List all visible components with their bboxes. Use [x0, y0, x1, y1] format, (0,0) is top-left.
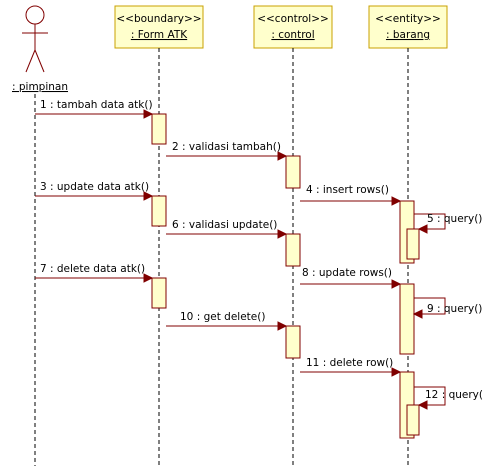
message-label-10: 10 : get delete() [180, 311, 265, 323]
actor-stick-figure-icon [22, 5, 48, 73]
arrowhead-icon [143, 109, 154, 119]
arrowhead-icon [412, 309, 423, 319]
actor-pimpinan: : pimpinan [12, 5, 68, 93]
activation-bar [285, 155, 301, 189]
actor-name: : pimpinan [12, 81, 68, 93]
lifeline-form-atk: <<boundary>> : Form ATK [114, 5, 204, 49]
message-label-2: 2 : validasi tambah() [172, 141, 281, 153]
message-label-4: 4 : insert rows() [306, 184, 389, 196]
lifeline-box [368, 5, 448, 49]
message-arrow-9 [414, 297, 446, 315]
message-lines [35, 109, 446, 410]
message-label-1: 1 : tambah data atk() [40, 99, 153, 111]
arrowhead-icon [391, 279, 402, 289]
activation-bar [151, 277, 167, 309]
lifeline-lines [34, 48, 409, 466]
lifeline-box [253, 5, 333, 49]
lifeline-barang: <<entity>> : barang [368, 5, 448, 49]
arrowhead-icon [417, 224, 428, 234]
activation-bar-nested [406, 228, 420, 260]
arrowhead-icon [277, 229, 288, 239]
lifeline-stereotype: <<entity>> [375, 13, 441, 25]
activation-bars [151, 113, 420, 439]
lifeline-name: : Form ATK [131, 29, 188, 41]
activation-bar [151, 113, 167, 145]
activation-bar-nested [406, 404, 420, 436]
arrowhead-icon [277, 321, 288, 331]
lifeline-stereotype: <<control>> [257, 13, 329, 25]
activation-bar [399, 283, 415, 355]
message-label-5: 5 : query() [427, 213, 482, 225]
message-labels: 1 : tambah data atk() 2 : validasi tamba… [40, 99, 483, 401]
message-arrow-5 [414, 213, 446, 230]
lifeline-name: : control [271, 29, 314, 41]
message-label-12: 12 : query() [425, 389, 483, 401]
lifeline-name: : barang [386, 29, 430, 41]
message-label-9: 9 : query() [427, 303, 482, 315]
lifeline-box [114, 5, 204, 49]
activation-bar [285, 325, 301, 359]
arrowhead-icon [417, 400, 428, 410]
lifeline-control: <<control>> : control [253, 5, 333, 49]
message-label-6: 6 : validasi update() [172, 219, 277, 231]
lifeline-stereotype: <<boundary>> [116, 13, 201, 25]
message-label-8: 8 : update rows() [302, 267, 392, 279]
activation-bar [151, 195, 167, 227]
message-label-7: 7 : delete data atk() [40, 263, 145, 275]
message-label-11: 11 : delete row() [306, 357, 393, 369]
arrowhead-icon [143, 273, 154, 283]
activation-bar [285, 233, 301, 267]
arrowhead-icon [277, 151, 288, 161]
arrowhead-icon [391, 196, 402, 206]
message-label-3: 3 : update data atk() [40, 181, 149, 193]
message-arrow-12 [414, 386, 446, 406]
arrowhead-icon [143, 191, 154, 201]
arrowhead-icon [391, 367, 402, 377]
